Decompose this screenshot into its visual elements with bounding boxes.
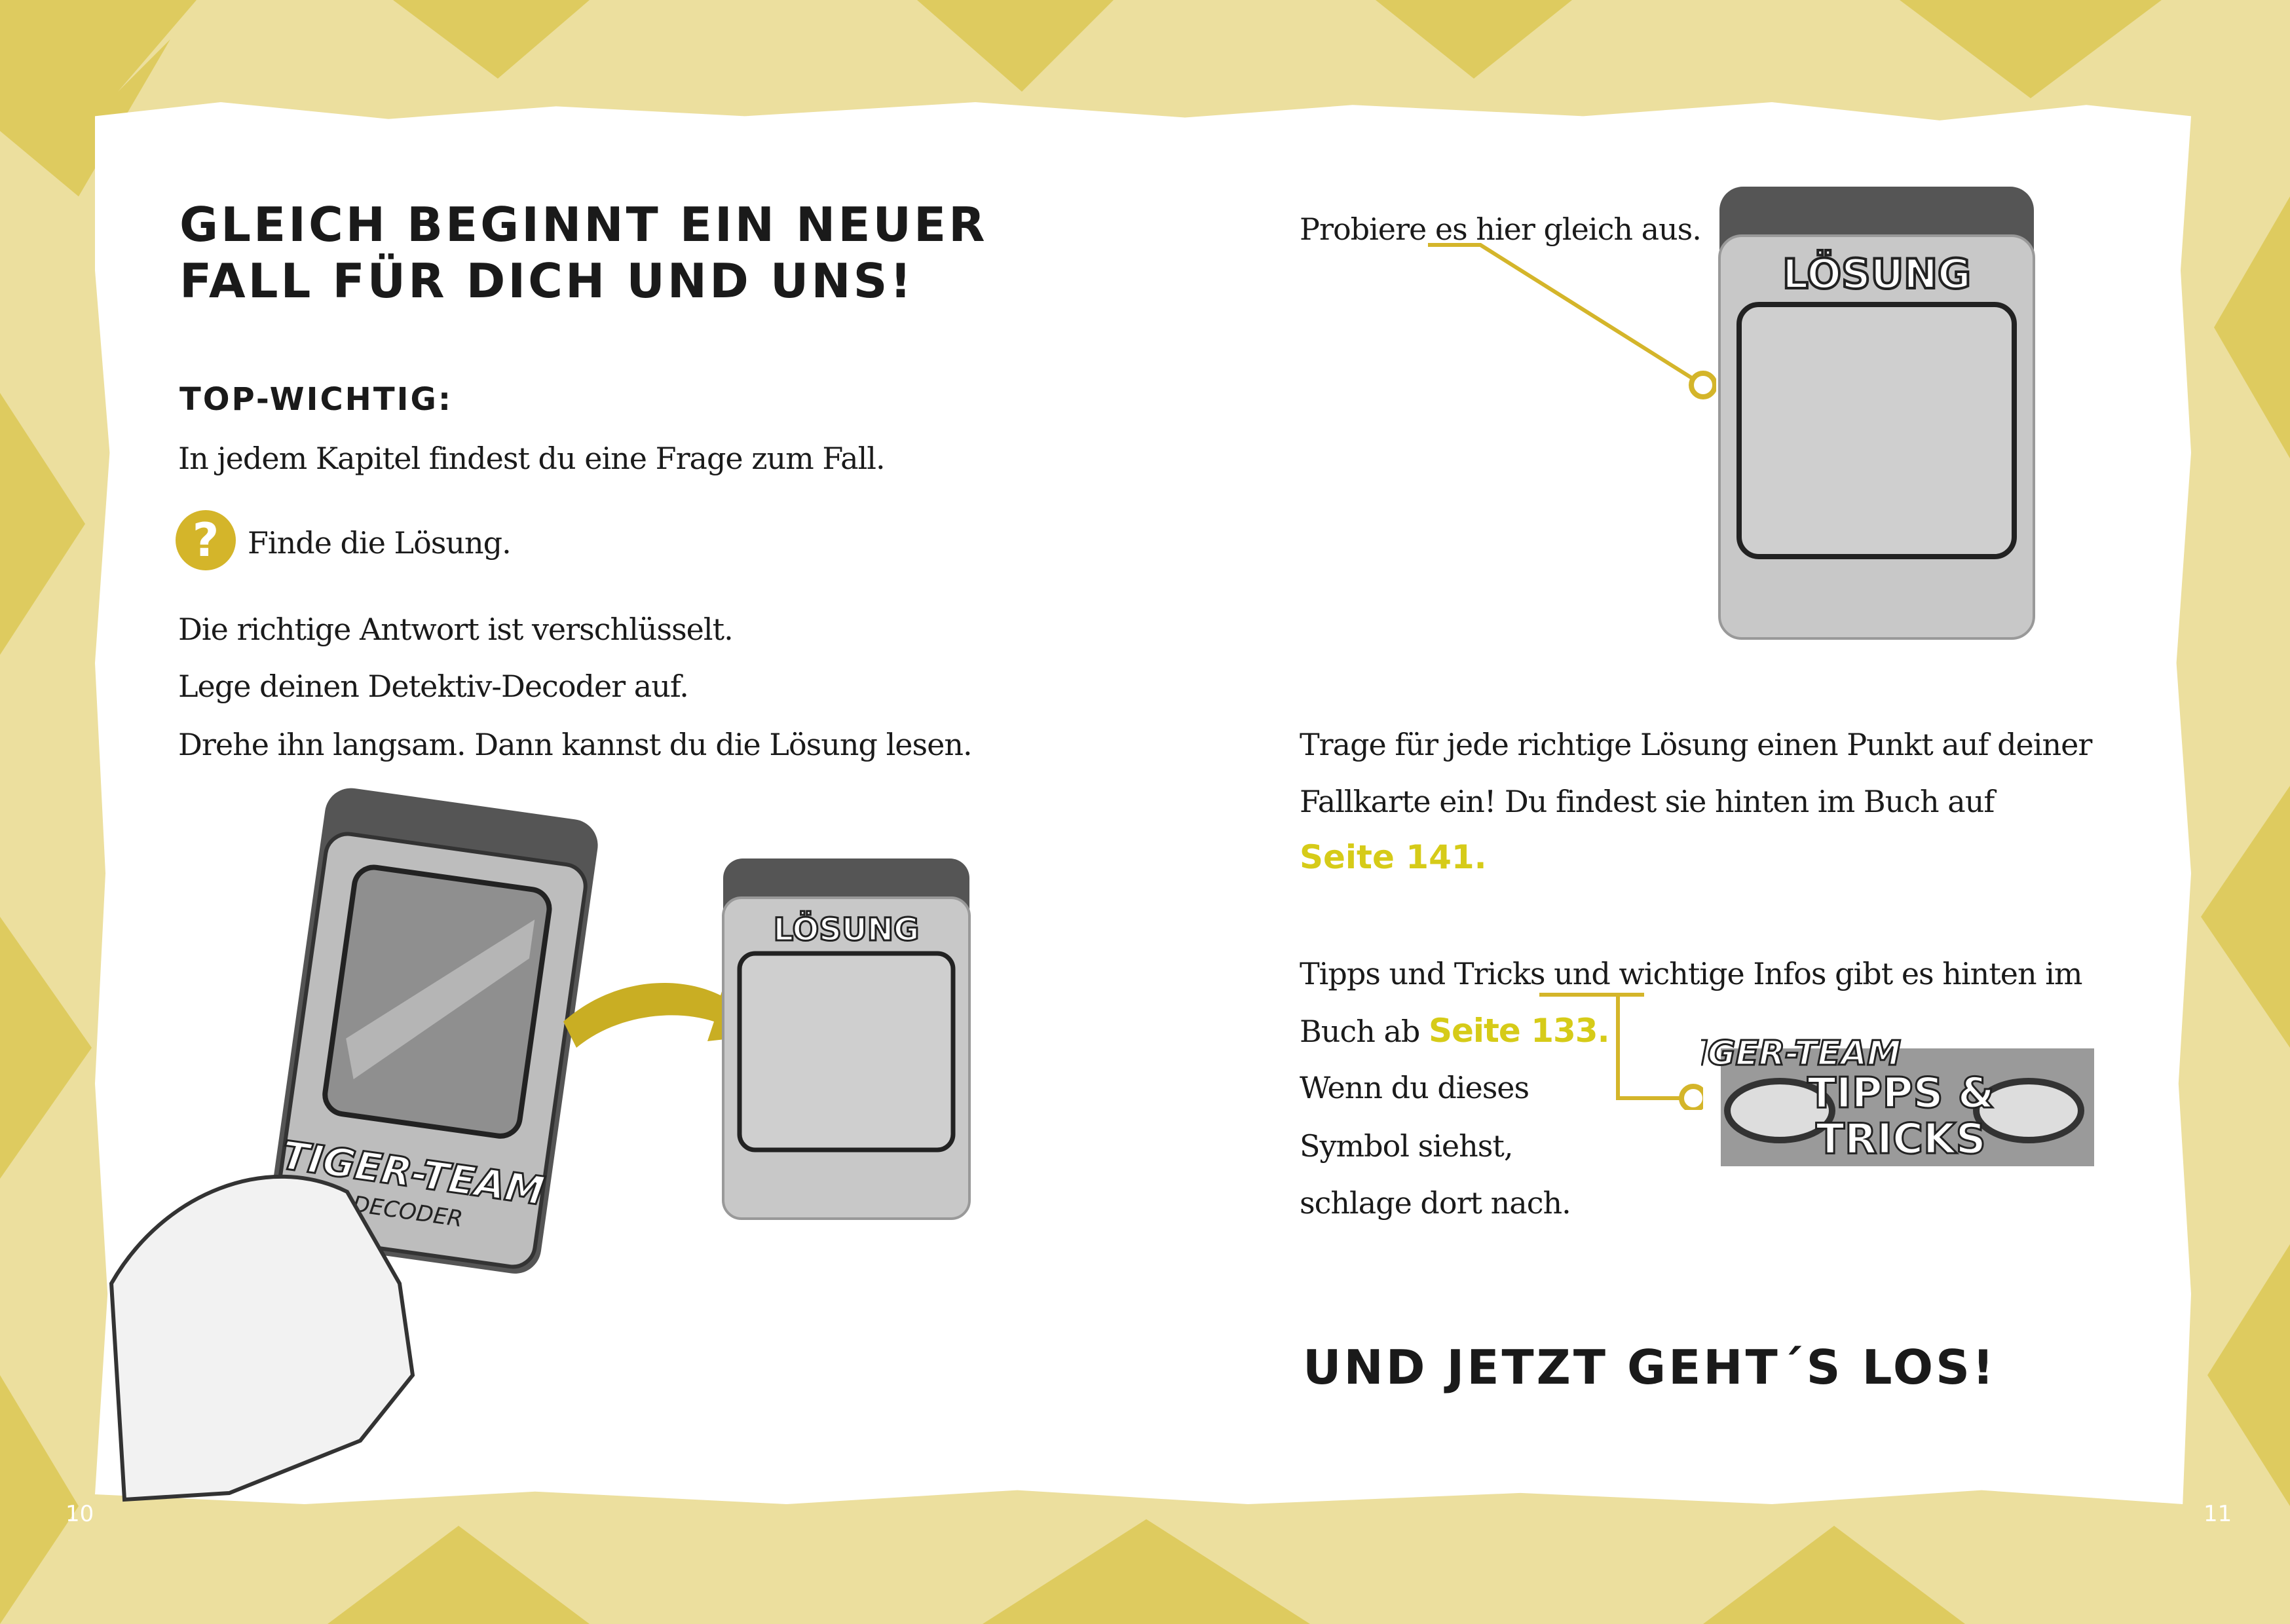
question-text: Finde die Lösung. — [248, 525, 512, 561]
points-line: Fallkarte ein! Du findest sie hinten im … — [1300, 784, 1995, 819]
solution-label: LÖSUNG — [774, 911, 920, 948]
page-title: GLEICH BEGINNT EIN NEUER FALL FÜR DICH U… — [179, 196, 988, 309]
tips-line: Wenn du dieses — [1300, 1070, 1530, 1105]
try-text: Probiere es hier gleich aus. — [1300, 212, 1702, 247]
decoder-hand-illustration: TIGER-TEAM DECODER — [109, 788, 598, 1502]
subheading: TOP-WICHTIG: — [179, 381, 453, 418]
pointer-line — [1428, 243, 1716, 399]
page-133-link[interactable]: Seite 133. — [1428, 1012, 1610, 1050]
title-line-1: GLEICH BEGINNT EIN NEUER — [179, 197, 988, 252]
pointer-line — [1539, 993, 1703, 1110]
solution-card-illustration: LÖSUNG — [722, 858, 971, 1220]
points-line: Trage für jede richtige Lösung einen Pun… — [1300, 727, 2092, 762]
tips-line: Symbol siehst, — [1300, 1128, 1513, 1164]
page-number-left: 10 — [66, 1501, 94, 1527]
question-mark-icon: ? — [176, 510, 236, 570]
page-141-link[interactable]: Seite 141. — [1300, 838, 1487, 876]
badge-line-2: TRICKS — [1816, 1115, 1985, 1164]
tips-line: schlage dort nach. — [1300, 1185, 1571, 1221]
instruction-line: Die richtige Antwort ist verschlüsselt. — [178, 612, 734, 647]
tipps-tricks-badge: TIGER-TEAM TIPPS & TRICKS — [1701, 1033, 2094, 1166]
badge-top-label: TIGER-TEAM — [1701, 1034, 1901, 1073]
tips-line: Buch ab Seite 133. — [1300, 1012, 1610, 1050]
instruction-line: Drehe ihn langsam. Dann kannst du die Lö… — [178, 727, 973, 762]
tips-line: Tipps und Tricks und wichtige Infos gibt… — [1300, 956, 2083, 991]
page-number-right: 11 — [2204, 1501, 2232, 1527]
instruction-line: Lege deinen Detektiv-Decoder auf. — [178, 669, 689, 704]
solution-card-illustration: LÖSUNG — [1718, 187, 2035, 640]
closing-heading: UND JETZT GEHT´S LOS! — [1303, 1340, 1997, 1395]
tips-prefix: Buch ab — [1300, 1014, 1429, 1049]
arrow-icon — [563, 976, 766, 1048]
title-line-2: FALL FÜR DICH UND UNS! — [179, 253, 914, 308]
solution-label: LÖSUNG — [1782, 250, 1971, 298]
intro-text: In jedem Kapitel findest du eine Frage z… — [178, 441, 886, 476]
badge-line-1: TIPPS & — [1807, 1069, 1994, 1118]
